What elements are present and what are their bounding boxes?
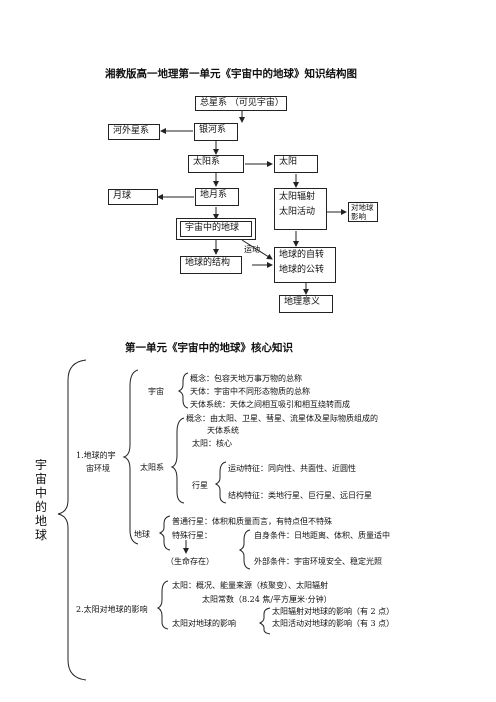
planet-motion: 运动特征：同向性、共面性、近圆性 — [228, 464, 356, 473]
motion-label: 运动 — [244, 245, 260, 254]
moon-node: 月球 — [108, 189, 158, 205]
impact-line-1: 对地球 — [351, 203, 374, 212]
activity-impact: 太阳活动对地球的影响（有 3 点） — [272, 619, 395, 628]
sun-effects-node: 太阳辐射 太阳活动 — [274, 188, 327, 230]
earth-outer-conditions: 外部条件：宇宙环境安全、稳定光照 — [254, 557, 382, 566]
impact-line-2: 影响 — [351, 211, 366, 221]
planet-label: 行星 — [192, 481, 208, 490]
solar-concept-2: 天体系统 — [207, 426, 239, 435]
root-label: 宇宙中的地球 — [34, 458, 47, 542]
earth-moon-system-node: 地月系 — [195, 188, 239, 206]
impact-on-earth-node: 对地球 影响 — [348, 202, 378, 222]
solar-system-label: 太阳系 — [140, 463, 164, 472]
earth-special: 特殊行星： — [172, 531, 212, 540]
earth-in-universe-outer-frame: 宇宙中的地球 — [176, 218, 256, 240]
section1-label-2: 宙环境 — [86, 464, 110, 473]
geographic-meaning-node: 地理意义 — [279, 295, 333, 313]
total-galaxy-node: 总星系 （可见宇宙） — [195, 96, 287, 111]
solar-system-node: 太阳系 — [188, 155, 244, 173]
radiation-impact: 太阳辐射对地球的影响（有 2 点） — [272, 607, 395, 616]
earth-label: 地球 — [134, 530, 150, 539]
earth-in-universe-node: 宇宙中的地球 — [180, 221, 252, 237]
section2-label: 2.太阳对地球的影响 — [76, 605, 148, 614]
earth-rotation-label: 地球的自转 — [279, 250, 325, 260]
solar-radiation-label: 太阳辐射 — [279, 192, 316, 202]
solar-constant: 太阳常数（8.24 焦/平方厘米·分钟） — [202, 595, 332, 604]
solar-sun: 太阳：核心 — [192, 439, 232, 448]
universe-label: 宇宙 — [148, 387, 164, 396]
earth-revolution-label: 地球的公转 — [279, 264, 325, 275]
universe-concept: 概念：包容天地万事万物的总称 — [190, 374, 302, 383]
earth-inner-conditions: 自身条件：日地距离、体积、质量适中 — [254, 531, 390, 540]
sun-impact-label: 太阳对地球的影响 — [172, 619, 236, 628]
knowledge-title: 第一单元《宇宙中的地球》核心知识 — [125, 342, 293, 354]
section1-label-1: 1.地球的宇 — [76, 451, 116, 460]
map-title: 湘教版高一地理第一单元《宇宙中的地球》知识结构图 — [105, 68, 357, 80]
universe-body: 天体：宇宙中不同形态物质的总称 — [190, 387, 310, 396]
earth-structure-node: 地球的结构 — [180, 256, 242, 274]
earth-normal: 普通行星：体积和质量而言，有特点但不特殊 — [172, 517, 332, 526]
outer-galaxy-node: 河外星系 — [108, 124, 160, 140]
solar-concept-1: 概念：由太阳、卫星、彗星、流星体及星际物质组成的 — [186, 414, 378, 423]
solar-activity-label: 太阳活动 — [279, 206, 316, 217]
earth-motion-node: 地球的自转 地球的公转 — [274, 247, 336, 283]
planet-structure: 结构特征：类地行星、巨行星、远日行星 — [228, 491, 372, 500]
milky-way-node: 银河系 — [194, 123, 238, 141]
sun-overview: 太阳：概况、能量来源（核聚变）、太阳辐射 — [172, 581, 328, 590]
earth-life: （生命存在） — [166, 557, 214, 566]
sun-node: 太阳 — [274, 155, 318, 173]
universe-system: 天体系统：天体之间相互吸引和相互绕转而成 — [190, 400, 350, 409]
